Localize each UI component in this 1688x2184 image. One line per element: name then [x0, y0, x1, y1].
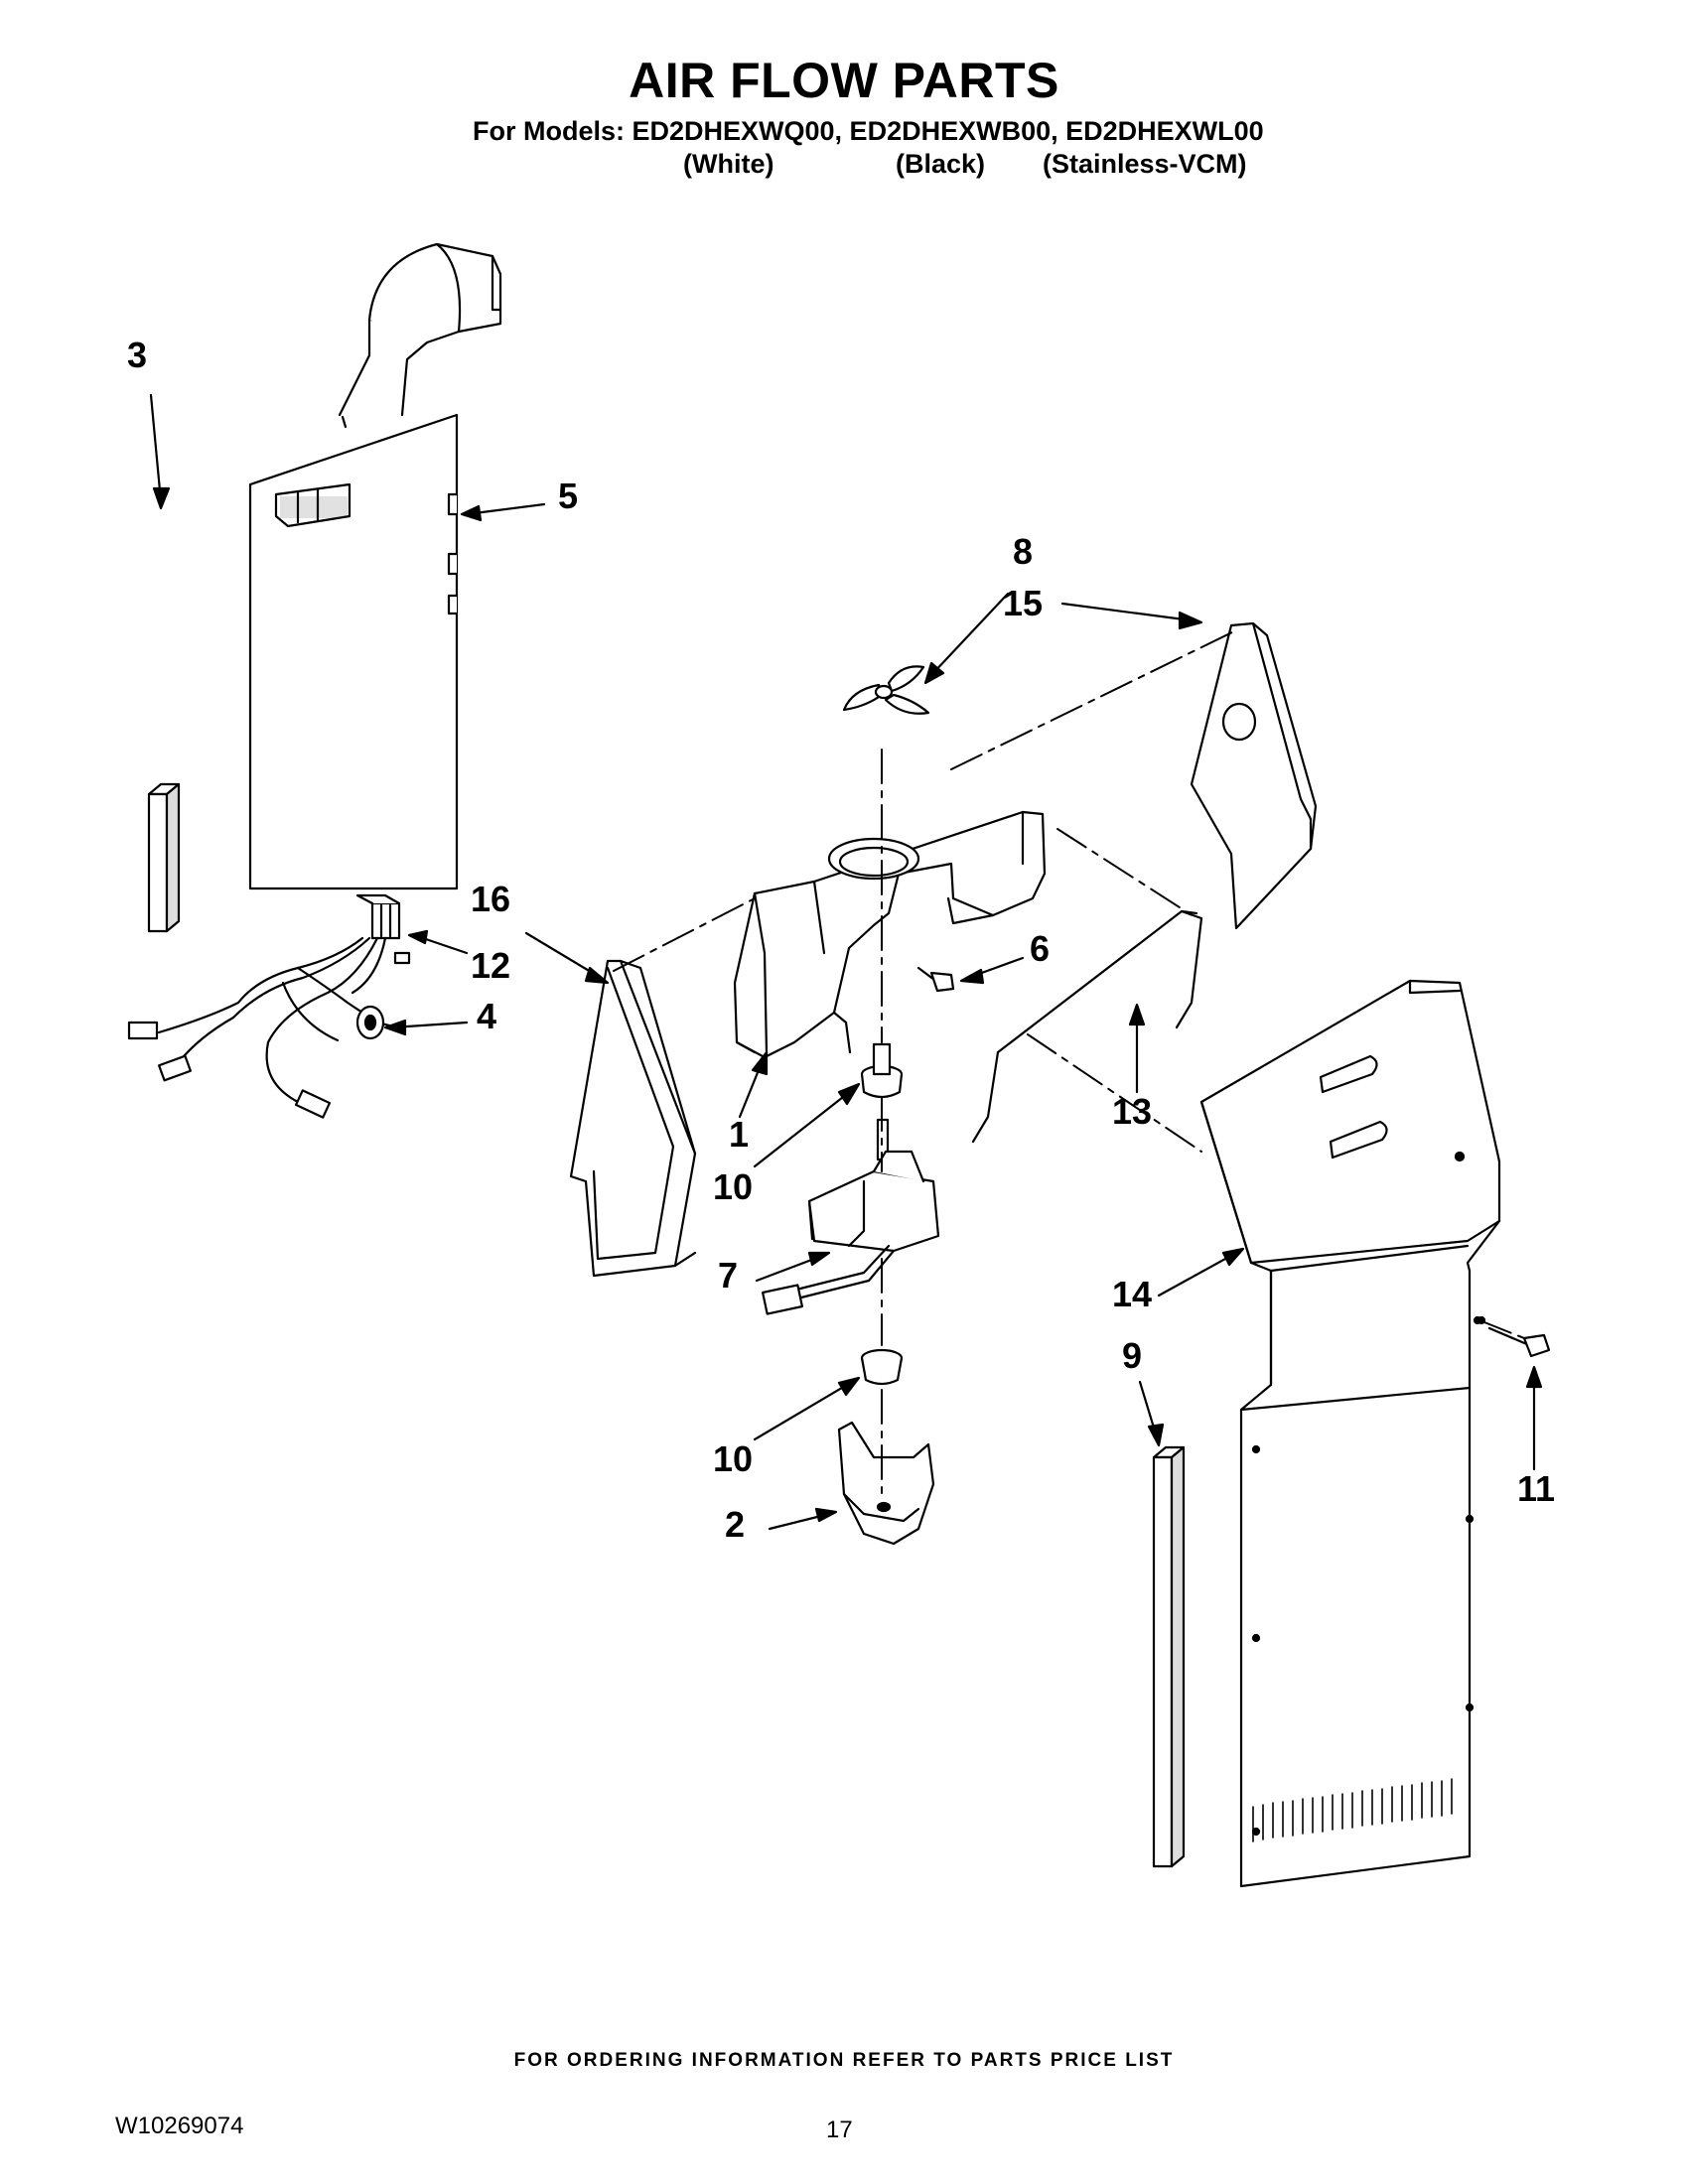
part-9-seal-strip	[1152, 1445, 1186, 1868]
callout-15: 15	[1003, 583, 1043, 623]
part-15-right-shroud	[1190, 621, 1318, 930]
part-4-grommet	[355, 1005, 385, 1040]
part-10-upper-mount	[860, 1042, 904, 1099]
callout-7: 7	[718, 1255, 738, 1296]
callout-1: 1	[729, 1114, 749, 1155]
variant-black: (Black)	[896, 149, 986, 179]
callout-4: 4	[477, 996, 496, 1036]
variant-stainless: (Stainless-VCM)	[1043, 149, 1247, 179]
part-12-wire-harness	[127, 893, 411, 1119]
part-13-wire-bracket	[971, 909, 1203, 1144]
callout-3: 3	[127, 335, 147, 375]
callout-9: 9	[1122, 1335, 1142, 1376]
callout-11: 11	[1517, 1468, 1555, 1509]
callout-5: 5	[558, 476, 578, 516]
callout-2: 2	[725, 1504, 745, 1545]
part-2-motor-bracket	[837, 1421, 935, 1546]
callout-14: 14	[1112, 1274, 1152, 1314]
callout-8: 8	[1013, 531, 1033, 572]
part-1-fan-housing	[733, 810, 1047, 1059]
part-14-evaporator-cover	[1199, 979, 1501, 1888]
page-number: 17	[826, 2116, 853, 2143]
part-10-lower-mount	[860, 1348, 904, 1386]
callout-10-upper: 10	[713, 1166, 753, 1207]
part-6-screw	[916, 966, 955, 993]
assembly-lines	[613, 629, 1530, 1500]
page-title: AIR FLOW PARTS	[629, 53, 1059, 108]
document-number: W10269074	[115, 2113, 244, 2139]
part-8-fan-blade	[842, 665, 930, 715]
callout-6: 6	[1030, 928, 1050, 969]
part-7-fan-motor	[762, 1118, 940, 1315]
callout-12: 12	[471, 945, 510, 986]
variant-white: (White)	[683, 149, 774, 179]
part-11-screw	[1477, 1315, 1551, 1358]
part-16-left-baffle	[569, 959, 697, 1278]
callout-13: 13	[1112, 1091, 1152, 1132]
callout-16: 16	[471, 879, 510, 919]
callout-10-lower: 10	[713, 1438, 753, 1479]
models-line: For Models: ED2DHEXWQ00, ED2DHEXWB00, ED…	[473, 116, 1264, 146]
part-5-air-duct-panel	[248, 242, 502, 890]
callout-labels: 1 2 3 4 5 6 7 8 9 10 10 11 12 13 14 15 1…	[127, 335, 1555, 1545]
part-3-seal-strip	[147, 782, 181, 933]
leader-lines	[149, 393, 1543, 1531]
ordering-note: FOR ORDERING INFORMATION REFER TO PARTS …	[513, 2050, 1175, 2071]
